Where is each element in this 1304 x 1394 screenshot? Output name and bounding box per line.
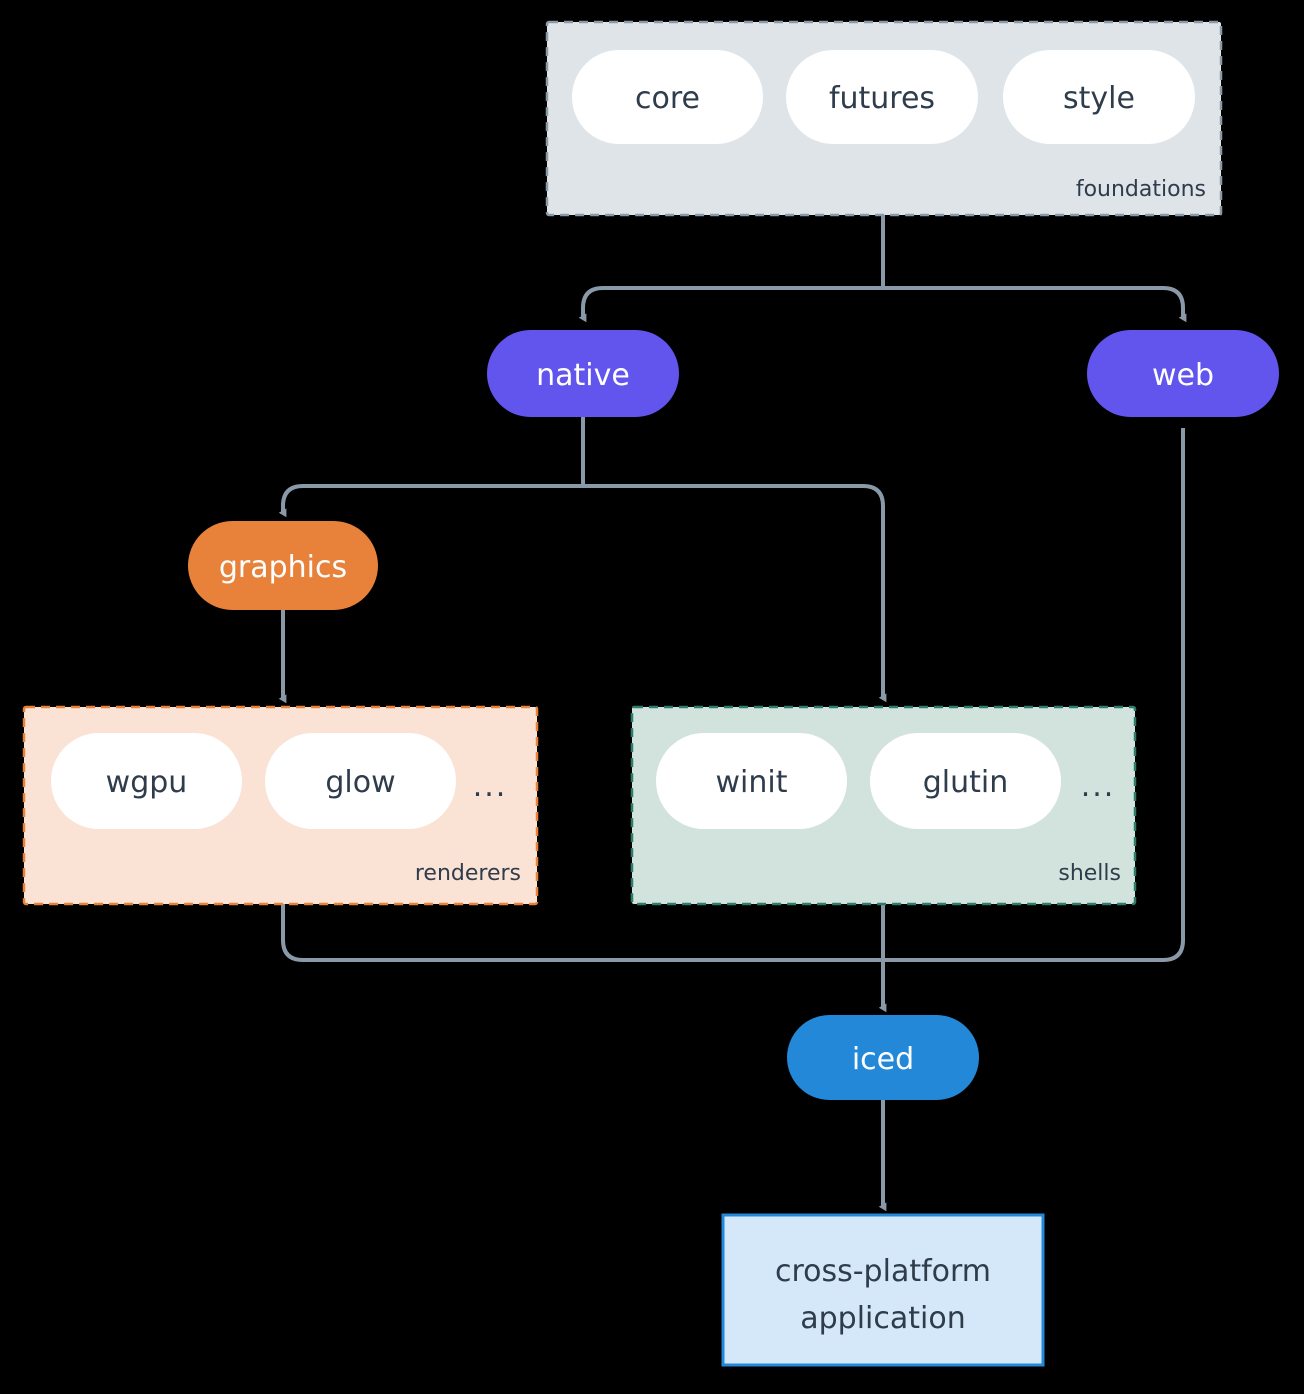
edge-web-iced (883, 428, 1185, 962)
node-core-shape[interactable] (572, 50, 763, 144)
node-web[interactable]: web (1087, 330, 1279, 417)
group-shells-label: shells (1058, 861, 1121, 886)
node-graphics[interactable]: graphics (188, 521, 378, 610)
node-glow-label: glow (325, 765, 395, 800)
connector-layer (278, 215, 1187, 1212)
node-futures[interactable]: futures (786, 50, 978, 144)
edge-native-graphics (278, 484, 583, 518)
application-box-shape[interactable] (721, 1213, 1045, 1367)
node-winit-shape[interactable] (656, 733, 847, 829)
edge-renderers-iced (281, 904, 883, 962)
node-wgpu[interactable]: wgpu (51, 733, 242, 829)
shells-ellipsis: ... (1081, 769, 1116, 804)
node-iced-shape[interactable] (787, 1015, 979, 1100)
node-cross-platform-application[interactable]: cross-platform application (721, 1213, 1045, 1367)
node-futures-shape[interactable] (786, 50, 978, 144)
node-native[interactable]: native (487, 330, 679, 417)
group-renderers-label: renderers (415, 861, 521, 886)
node-futures-label: futures (829, 81, 935, 116)
application-label-line1: cross-platform (775, 1254, 991, 1289)
group-foundations-label: foundations (1076, 177, 1206, 202)
node-style[interactable]: style (1003, 50, 1195, 144)
node-glutin[interactable]: glutin (870, 733, 1061, 829)
node-native-label: native (536, 358, 630, 393)
group-renderers: wgpu glow ... renderers (22, 705, 539, 906)
node-style-label: style (1063, 81, 1135, 116)
node-winit[interactable]: winit (656, 733, 847, 829)
node-web-label: web (1152, 358, 1214, 393)
group-foundations: core futures style foundations (545, 20, 1223, 217)
node-iced-label: iced (852, 1042, 914, 1077)
group-shells: winit glutin ... shells (630, 705, 1137, 906)
node-web-shape[interactable] (1087, 330, 1279, 417)
edge-foundations-web (883, 286, 1187, 323)
renderers-ellipsis: ... (473, 769, 508, 804)
node-graphics-shape[interactable] (188, 521, 378, 610)
node-wgpu-shape[interactable] (51, 733, 242, 829)
edge-foundations-native (578, 286, 883, 323)
edge-native-shells (583, 484, 887, 703)
node-winit-label: winit (716, 765, 788, 800)
node-graphics-label: graphics (219, 550, 347, 585)
node-core-label: core (635, 81, 700, 116)
application-label-line2: application (800, 1301, 965, 1336)
node-glutin-shape[interactable] (870, 733, 1061, 829)
node-style-shape[interactable] (1003, 50, 1195, 144)
node-glow-shape[interactable] (265, 733, 456, 829)
node-wgpu-label: wgpu (106, 765, 188, 800)
node-glow[interactable]: glow (265, 733, 456, 829)
node-native-shape[interactable] (487, 330, 679, 417)
node-iced[interactable]: iced (787, 1015, 979, 1100)
node-core[interactable]: core (572, 50, 763, 144)
node-glutin-label: glutin (923, 765, 1009, 800)
